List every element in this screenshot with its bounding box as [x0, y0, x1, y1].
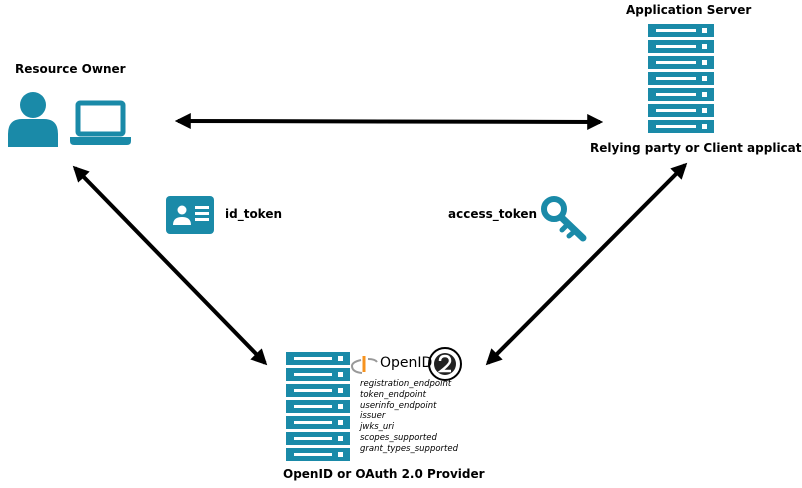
server-led — [338, 356, 343, 361]
arrow-owner-provider — [72, 165, 268, 366]
endpoint-item: jwks_uri — [360, 422, 395, 433]
arrow-owner-server — [174, 113, 604, 130]
openid-logo-icon — [350, 356, 378, 374]
relying-party-caption: Relying party or Client application — [590, 141, 802, 155]
application-server-label: Application Server — [626, 3, 752, 17]
server-slot — [294, 405, 332, 408]
endpoint-item: grant_types_supported — [360, 443, 458, 454]
server-slot — [656, 61, 696, 64]
server-led — [702, 28, 707, 33]
server-led — [702, 60, 707, 65]
server-led — [338, 436, 343, 441]
endpoint-item: registration_endpoint — [360, 379, 452, 389]
provider-endpoints-list: registration_endpoint token_endpoint use… — [360, 379, 458, 455]
server-led — [702, 92, 707, 97]
openid-wordmark: OpenID — [380, 355, 433, 371]
server-slot — [294, 421, 332, 424]
server-led — [338, 420, 343, 425]
server-led — [338, 388, 343, 393]
access-token-label: access_token — [448, 207, 538, 221]
endpoint-item: issuer — [360, 411, 386, 422]
id-card-icon — [166, 196, 214, 234]
arrow-server-provider — [485, 162, 688, 366]
endpoint-item: token_endpoint — [360, 389, 427, 400]
server-led — [702, 44, 707, 49]
laptop-icon — [70, 100, 131, 145]
resource-owner-label: Resource Owner — [15, 62, 126, 76]
server-slot — [656, 93, 696, 96]
server-icon — [648, 24, 714, 133]
server-led — [702, 124, 707, 129]
server-slot — [656, 29, 696, 32]
server-slot — [656, 125, 696, 128]
server-slot — [656, 77, 696, 80]
id-token-label: id_token — [225, 207, 283, 221]
server-slot — [294, 453, 332, 456]
person-icon — [8, 92, 58, 147]
server-led — [702, 108, 707, 113]
server-led — [338, 452, 343, 457]
server-slot — [294, 357, 332, 360]
server-led — [702, 76, 707, 81]
endpoint-item: userinfo_endpoint — [360, 400, 437, 411]
server-led — [338, 372, 343, 377]
server-slot — [656, 45, 696, 48]
server-slot — [294, 373, 332, 376]
server-led — [338, 404, 343, 409]
oauth2-badge-icon — [428, 347, 462, 381]
endpoint-item: scopes_supported — [360, 432, 437, 443]
server-slot — [294, 437, 332, 440]
provider-label: OpenID or OAuth 2.0 Provider — [283, 467, 485, 481]
provider-server-icon — [286, 352, 350, 461]
server-slot — [656, 109, 696, 112]
server-slot — [294, 389, 332, 392]
key-icon — [541, 196, 587, 242]
